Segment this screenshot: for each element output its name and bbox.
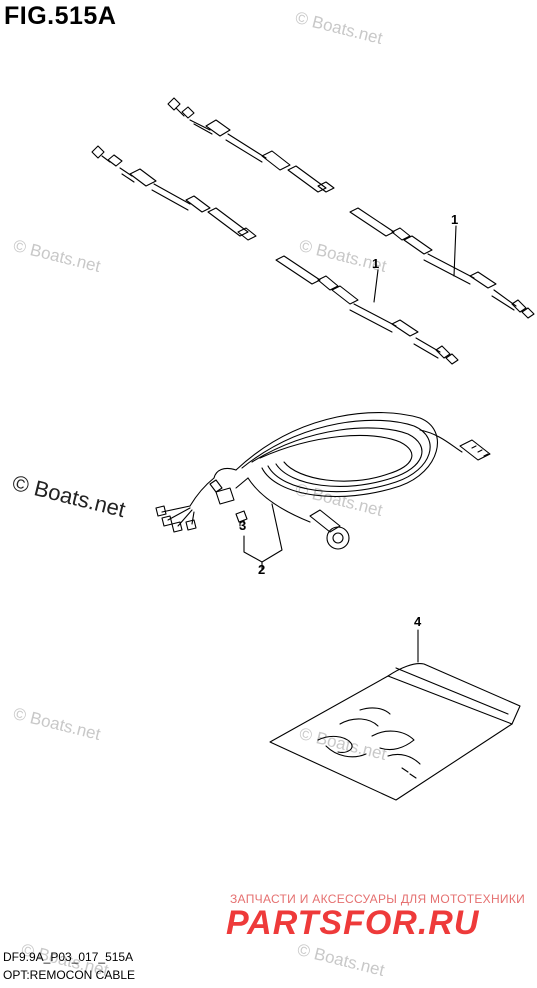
- callout-2: 2: [258, 562, 266, 577]
- callout-1: 1: [451, 212, 459, 227]
- callout-4: 4: [414, 614, 422, 629]
- leader-line: [243, 503, 283, 563]
- wiring-harness: [155, 412, 491, 550]
- fig-title: FIG.515A: [4, 2, 117, 30]
- remote-cable-middle: [275, 255, 459, 365]
- callout-3: 3: [239, 518, 247, 533]
- leader-line: [453, 225, 457, 277]
- remote-cable-upper: [167, 97, 335, 193]
- remote-cable-right: [349, 207, 535, 319]
- brand-tagline: ЗАПЧАСТИ И АКСЕССУАРЫ ДЛЯ МОТОТЕХНИКИ: [230, 892, 526, 906]
- fuse: [235, 510, 248, 527]
- leader-line: [373, 269, 379, 303]
- remote-cable-left: [91, 145, 257, 241]
- brand-logo: PARTSFOR.RU: [226, 904, 480, 942]
- callout-1: 1: [372, 256, 380, 271]
- parts-bag: [269, 629, 521, 801]
- figure-code: DF9.9A_P03_017_515A: [3, 950, 134, 964]
- figure-caption: OPT:REMOCON CABLE: [3, 968, 136, 982]
